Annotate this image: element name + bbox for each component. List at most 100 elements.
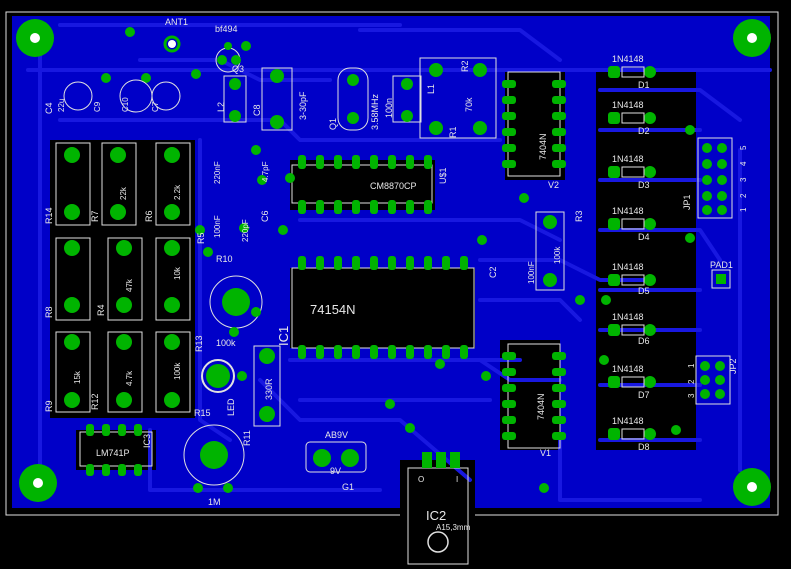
- traces: [26, 23, 772, 502]
- label-r1: R1: [448, 126, 458, 138]
- label-d5: D5: [638, 286, 650, 296]
- label-c4-value: 22u: [57, 99, 66, 112]
- label-q3: Q3: [232, 64, 244, 74]
- label-d4: D4: [638, 232, 650, 242]
- label-jp1-pin-5: 5: [739, 145, 748, 150]
- label-74154: 74154N: [310, 302, 356, 317]
- label-battery: 9V: [330, 466, 341, 476]
- label-xtal: 3.58MHz: [370, 93, 380, 130]
- label-r7: R7: [90, 210, 100, 222]
- label-c220nf: 220nF: [213, 161, 222, 184]
- label-value-2k2: 2.2k: [173, 184, 182, 200]
- label-r11: R11: [242, 430, 252, 446]
- label-r10: R10: [216, 254, 233, 264]
- label-lm741: LM741P: [96, 448, 130, 458]
- label-r3-value: 100k: [553, 246, 562, 264]
- label-led: LED: [226, 398, 236, 416]
- label-jp1-pin-3: 3: [739, 177, 748, 182]
- vias: [101, 27, 695, 493]
- label-value-22k: 22k: [119, 186, 128, 200]
- label-c8: C8: [252, 104, 262, 116]
- silkscreen-labels: ANT1 bf494 Q3 C4 22u C9 C10 C7 L2 C8 3-3…: [44, 17, 748, 532]
- label-l2: L2: [216, 102, 226, 112]
- board-outline: [5, 11, 779, 516]
- label-c6: C6: [260, 210, 270, 222]
- label-r14: R14: [44, 207, 54, 224]
- label-ic3: IC3: [142, 434, 152, 448]
- label-v2: V2: [548, 180, 559, 190]
- label-pad1: PAD1: [710, 260, 733, 270]
- diode-pads: [608, 66, 656, 440]
- label-d1: D1: [638, 80, 650, 90]
- label-ant1: ANT1: [165, 17, 188, 27]
- label-c100nf-left: 100nF: [213, 215, 222, 238]
- label-r10-value: 100k: [216, 338, 236, 348]
- label-l1: L1: [426, 84, 436, 94]
- label-jp2-pin-3: 3: [687, 393, 696, 398]
- label-7404-top: 7404N: [538, 133, 548, 160]
- label-value-10k: 10k: [173, 266, 182, 280]
- label-c100n: 100n: [384, 98, 394, 118]
- label-ic1: IC1: [276, 326, 291, 346]
- label-r2-value: 70k: [464, 97, 474, 112]
- label-jp1-pin-1: 1: [739, 207, 748, 212]
- label-diode-4-part: 1N4148: [612, 206, 644, 216]
- label-ab9v: AB9V: [325, 430, 348, 440]
- mounting-holes: [16, 19, 771, 506]
- label-c7: C7: [151, 101, 160, 112]
- label-g1: G1: [342, 482, 354, 492]
- label-c2-value: 100nF: [527, 261, 536, 284]
- label-ic2-package: A15,3mm: [436, 523, 471, 532]
- label-jp2: JP2: [728, 358, 738, 374]
- label-d7: D7: [638, 390, 650, 400]
- label-ic2: IC2: [426, 508, 446, 523]
- voltage-regulator: [427, 531, 449, 553]
- label-value-15k: 15k: [73, 370, 82, 384]
- label-r15: R15: [194, 408, 211, 418]
- label-jp1: JP1: [682, 194, 692, 210]
- label-q1: Q1: [328, 118, 338, 130]
- diode-bodies: [621, 66, 645, 440]
- label-r3: R3: [574, 210, 584, 222]
- capacitors: [63, 42, 241, 113]
- label-reg-output: O: [418, 475, 424, 484]
- label-c2: C2: [488, 266, 498, 278]
- label-r5: R5: [196, 232, 206, 244]
- label-diode-6-part: 1N4148: [612, 312, 644, 322]
- label-r12: R12: [90, 393, 100, 410]
- label-r2: R2: [460, 60, 470, 72]
- label-c4: C4: [44, 102, 54, 114]
- label-diode-8-part: 1N4148: [612, 416, 644, 426]
- label-c10: C10: [121, 97, 130, 112]
- label-d2: D2: [638, 126, 650, 136]
- label-r9: R9: [44, 400, 54, 412]
- label-r15-value: 1M: [208, 497, 221, 507]
- label-jp1-pin-4: 4: [739, 161, 748, 166]
- header-pins: [422, 143, 727, 468]
- label-bf494: bf494: [215, 24, 238, 34]
- label-d6: D6: [638, 336, 650, 346]
- label-d8: D8: [638, 442, 650, 452]
- label-r11-value: 330R: [264, 378, 274, 400]
- label-v1: V1: [540, 448, 551, 458]
- component-pads: [64, 35, 557, 469]
- label-cm8870: CM8870CP: [370, 181, 417, 191]
- label-value-47k: 47k: [125, 278, 134, 292]
- label-c9: C9: [93, 101, 102, 112]
- label-diode-2-part: 1N4148: [612, 100, 644, 110]
- label-reg-input: I: [456, 475, 458, 484]
- label-c47pf: 4.7pF: [261, 161, 270, 182]
- label-jp2-pin-2: 2: [687, 379, 696, 384]
- label-diode-7-part: 1N4148: [612, 364, 644, 374]
- label-r13: R13: [194, 335, 204, 352]
- label-diode-1-part: 1N4148: [612, 54, 644, 64]
- label-diode-3-part: 1N4148: [612, 154, 644, 164]
- label-u1: U$1: [438, 167, 448, 184]
- label-c220pf: 220pF: [241, 219, 250, 242]
- label-value-100k: 100k: [173, 362, 182, 380]
- label-r6: R6: [144, 210, 154, 222]
- label-r8: R8: [44, 306, 54, 318]
- label-value-4k7: 4.7k: [125, 370, 134, 386]
- label-jp1-pin-2: 2: [739, 193, 748, 198]
